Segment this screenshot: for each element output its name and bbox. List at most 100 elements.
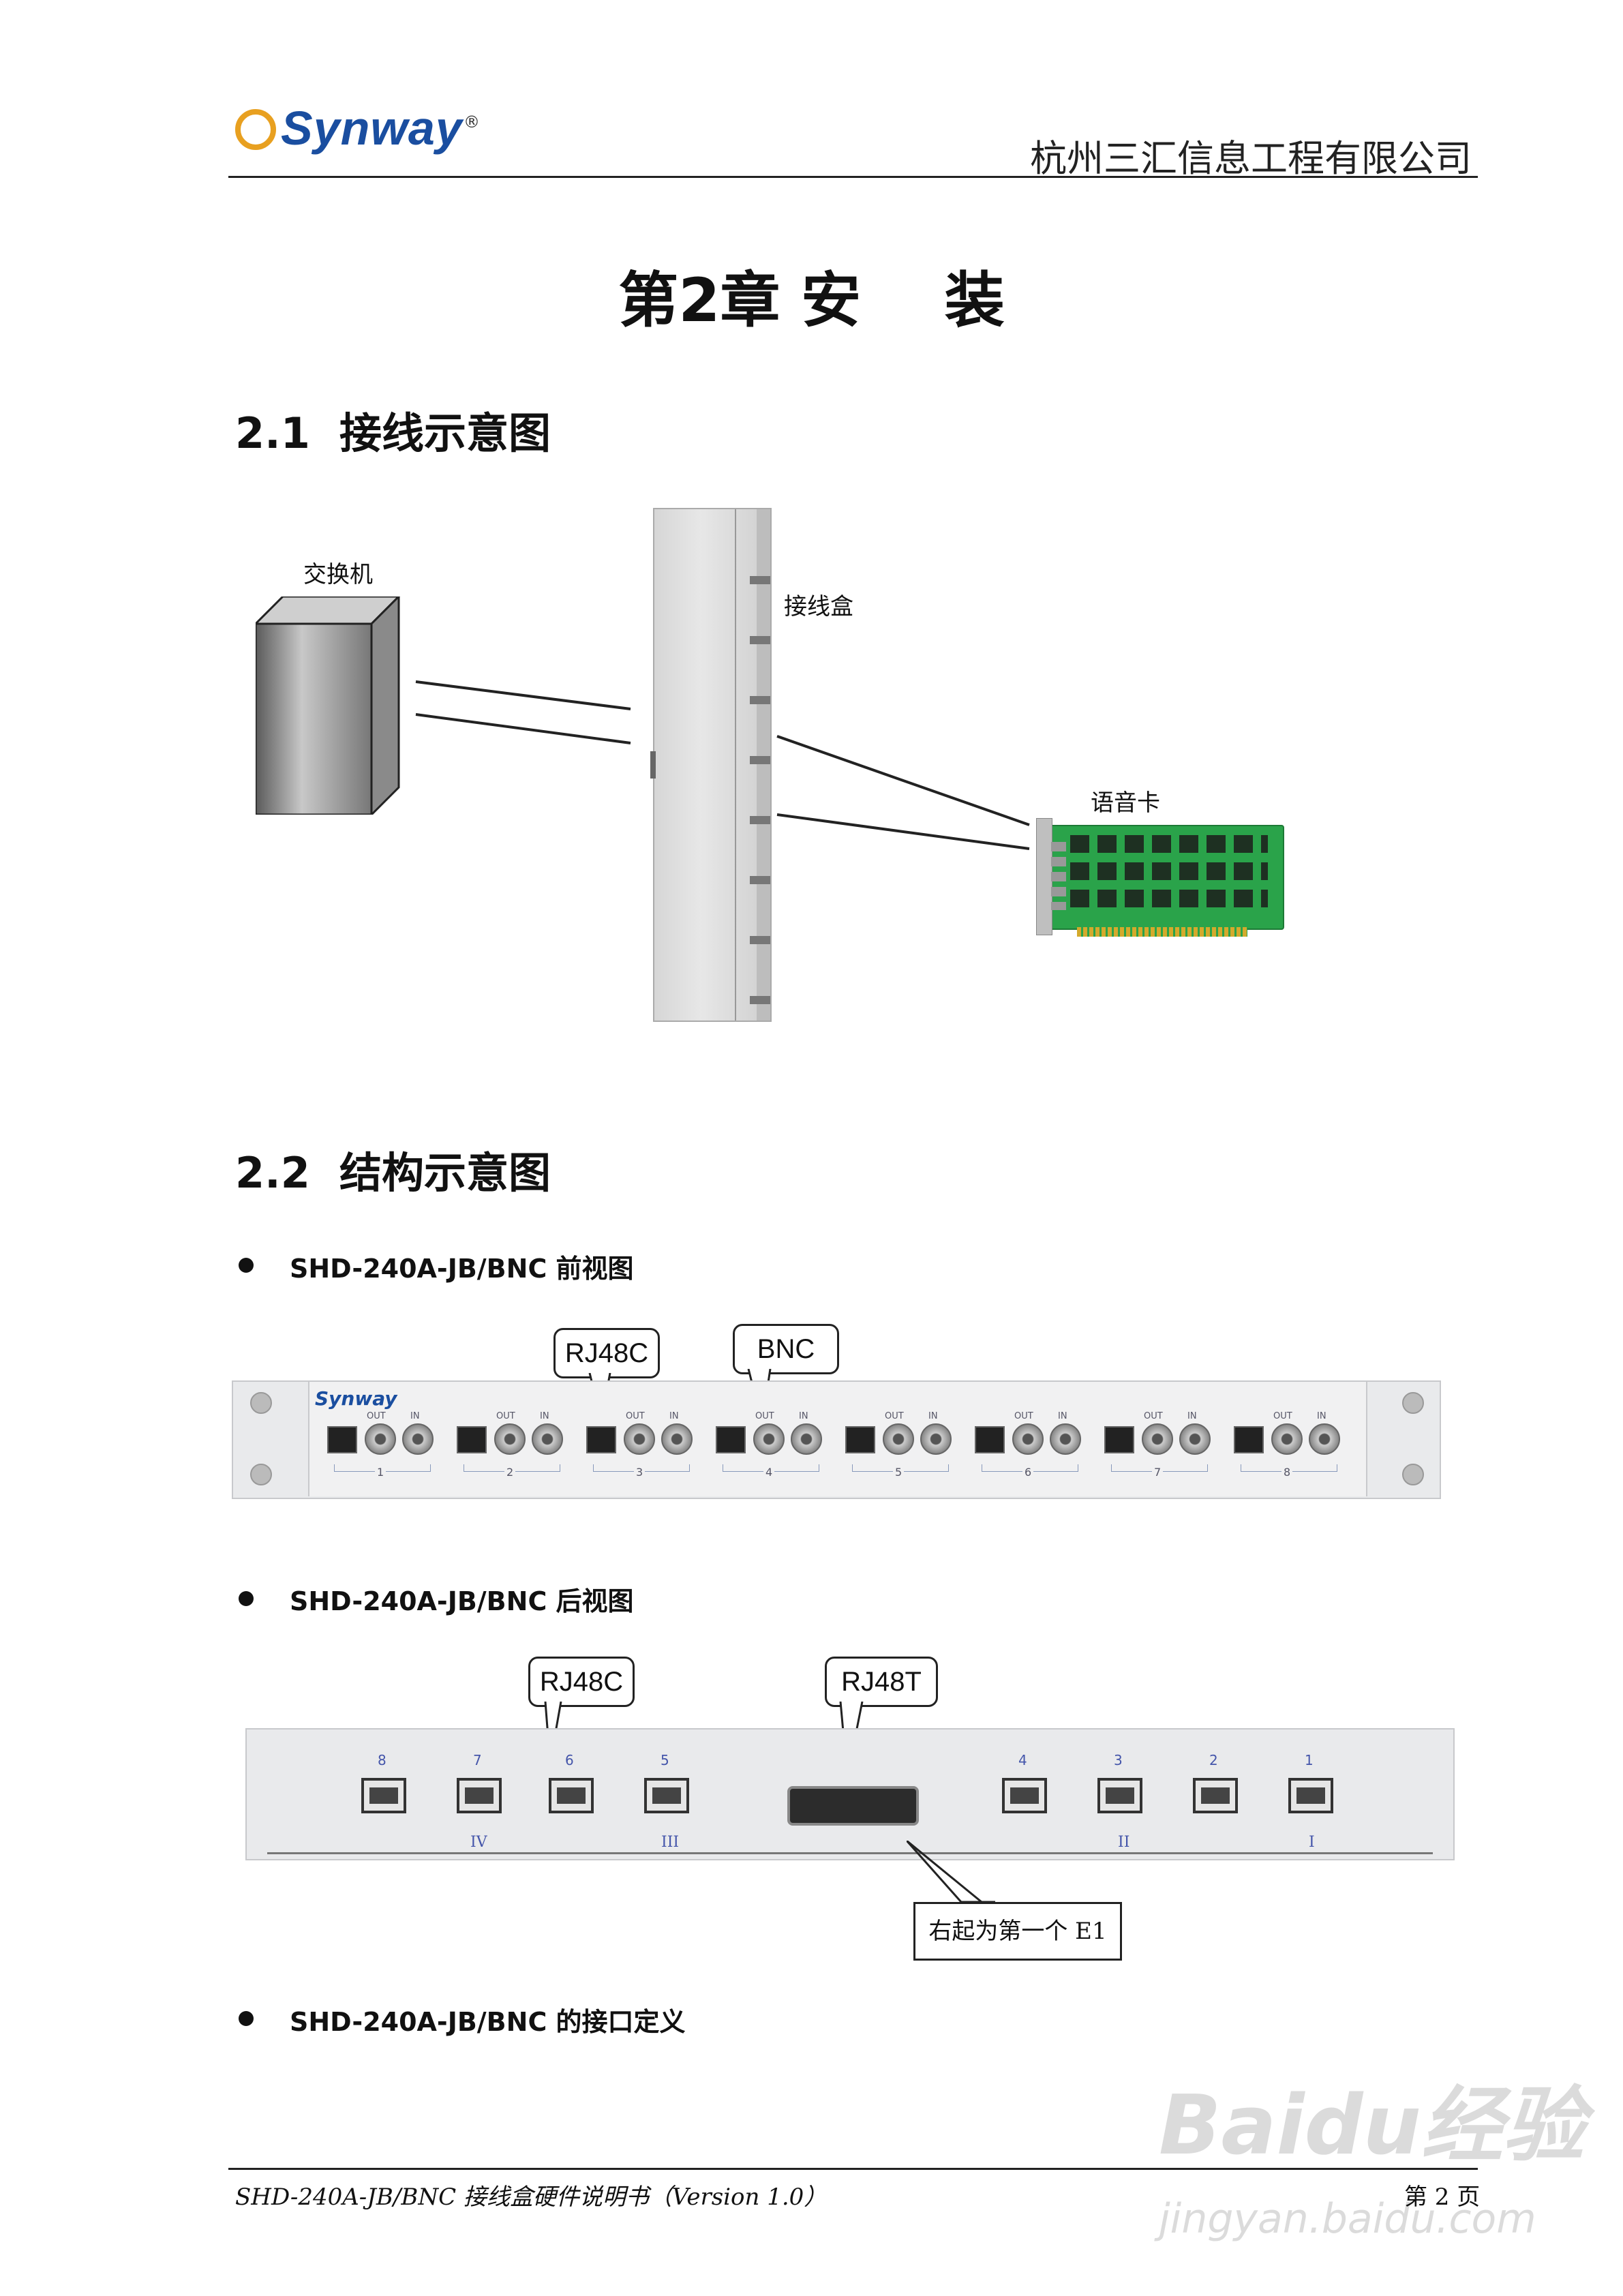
port-label-in: IN: [540, 1411, 549, 1421]
rj48c-port: [327, 1426, 357, 1453]
rj48c-rear-port: 1: [1288, 1752, 1336, 1827]
logo-registered-mark: ®: [464, 112, 480, 132]
port-number: 6: [565, 1752, 574, 1768]
rj48c-port: [845, 1426, 875, 1453]
port-label-out: OUT: [1014, 1411, 1033, 1421]
rj48c-port: [1104, 1426, 1134, 1453]
rear-note: 右起为第一个 E1: [913, 1902, 1122, 1961]
header-divider: [228, 176, 1478, 178]
port-label-out: OUT: [1273, 1411, 1292, 1421]
port-label-out: OUT: [626, 1411, 645, 1421]
port-label-out: OUT: [755, 1411, 774, 1421]
port-label-out: OUT: [1144, 1411, 1163, 1421]
port-number: 2: [1209, 1752, 1218, 1768]
mounting-hole: [1402, 1392, 1424, 1414]
port-label-out: OUT: [367, 1411, 386, 1421]
company-name: 杭州三汇信息工程有限公司: [1030, 137, 1472, 180]
chapter-title: 第2章 安 装: [618, 265, 1005, 335]
rj48c-rear-port: 4: [1002, 1752, 1050, 1827]
rj48c-rear-port: 8: [361, 1752, 409, 1827]
port-label-in: IN: [1317, 1411, 1326, 1421]
note-pointer: [907, 1841, 995, 1903]
port-number: 7: [473, 1752, 482, 1768]
bnc-out-port: [1012, 1423, 1044, 1455]
rear-note-text: 右起为第一个 E1: [928, 1918, 1107, 1945]
callout-rj48t-rear: RJ48T: [825, 1657, 938, 1707]
roman-numeral-label: IV: [470, 1834, 487, 1851]
rj48c-port: [975, 1426, 1005, 1453]
rj48c-port: [457, 1426, 487, 1453]
rj-port-icon: [1193, 1778, 1238, 1813]
rj48c-rear-port: 6: [549, 1752, 596, 1827]
port-label-in: IN: [1058, 1411, 1067, 1421]
mounting-hole: [250, 1464, 272, 1485]
junction-box-connectors: [750, 528, 770, 1006]
section-heading-structure: 2.2 结构示意图: [235, 1148, 551, 1198]
bnc-in-port: [1050, 1423, 1081, 1455]
logo-icon: [235, 109, 276, 150]
bullet-icon: [239, 1591, 254, 1606]
bnc-out-port: [1271, 1423, 1303, 1455]
roman-numeral-label: III: [661, 1834, 680, 1851]
panel-logo: Synway: [315, 1387, 397, 1410]
voice-card-illustration: [1036, 818, 1284, 948]
rj-port-icon: [549, 1778, 594, 1813]
front-port-group: OUT IN 2: [457, 1411, 573, 1486]
callout-bnc-front: BNC: [733, 1324, 839, 1374]
port-group-number: 5: [893, 1466, 905, 1479]
port-number: 8: [378, 1752, 386, 1768]
bnc-out-port: [494, 1423, 526, 1455]
port-group-number: 7: [1152, 1466, 1164, 1479]
label-voice-card: 语音卡: [1091, 789, 1160, 817]
bullet-icon: [239, 2011, 254, 2026]
rj48t-connector: [787, 1786, 919, 1826]
bnc-out-port: [753, 1423, 785, 1455]
bnc-in-port: [1309, 1423, 1340, 1455]
port-number: 5: [661, 1752, 669, 1768]
port-number: 4: [1018, 1752, 1027, 1768]
port-label-in: IN: [410, 1411, 420, 1421]
bnc-out-port: [365, 1423, 396, 1455]
switch-illustration: [256, 596, 401, 815]
port-group-number: 6: [1022, 1466, 1034, 1479]
rj-port-icon: [361, 1778, 406, 1813]
rj48c-rear-port: 3: [1097, 1752, 1145, 1827]
rj48c-port: [716, 1426, 746, 1453]
port-group-number: 3: [634, 1466, 646, 1479]
roman-numeral-label: I: [1309, 1834, 1315, 1851]
rj48c-rear-port: 7: [457, 1752, 504, 1827]
wiring-lines: [415, 680, 1030, 850]
rj-port-icon: [1097, 1778, 1142, 1813]
port-label-out: OUT: [496, 1411, 515, 1421]
port-group-number: 4: [763, 1466, 775, 1479]
bnc-out-port: [1142, 1423, 1173, 1455]
bnc-in-port: [791, 1423, 822, 1455]
port-number: 3: [1114, 1752, 1123, 1768]
caption-rear-view: SHD-240A-JB/BNC 后视图: [290, 1586, 634, 1616]
bnc-in-port: [661, 1423, 693, 1455]
rj48c-rear-port: 2: [1193, 1752, 1241, 1827]
section-heading-wiring: 2.1 接线示意图: [235, 408, 551, 458]
port-group-number: 1: [375, 1466, 386, 1479]
callout-rj48c-front: RJ48C: [553, 1328, 660, 1378]
bullet-icon: [239, 1258, 254, 1273]
footer-page-number: 第 2 页: [1404, 2184, 1481, 2211]
footer-document-title: SHD-240A-JB/BNC 接线盒硬件说明书（Version 1.0）: [235, 2184, 828, 2211]
bnc-in-port: [402, 1423, 434, 1455]
bnc-in-port: [920, 1423, 952, 1455]
rj-port-icon: [644, 1778, 689, 1813]
mounting-hole: [1402, 1464, 1424, 1485]
bnc-out-port: [883, 1423, 914, 1455]
port-label-out: OUT: [885, 1411, 904, 1421]
bnc-in-port: [532, 1423, 563, 1455]
caption-interface-definition: SHD-240A-JB/BNC 的接口定义: [290, 2007, 686, 2037]
rj-port-icon: [1288, 1778, 1333, 1813]
rj-port-icon: [1002, 1778, 1047, 1813]
callout-rj48c-rear: RJ48C: [528, 1657, 635, 1707]
port-group-number: 2: [504, 1466, 516, 1479]
rj-port-icon: [457, 1778, 502, 1813]
port-label-in: IN: [1187, 1411, 1197, 1421]
